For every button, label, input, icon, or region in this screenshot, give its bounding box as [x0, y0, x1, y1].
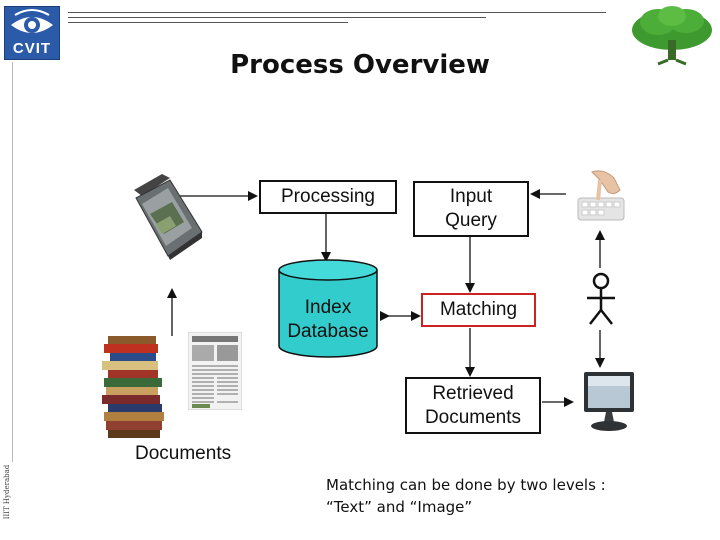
retrieved-documents-box: Retrieved Documents — [405, 377, 541, 434]
matching-box: Matching — [421, 293, 536, 327]
documents-label: Documents — [135, 443, 232, 464]
newspaper-icon — [188, 332, 242, 410]
header-rule-1 — [68, 12, 606, 13]
matching-note: Matching can be done by two levels : “Te… — [326, 476, 606, 516]
slide-title: Process Overview — [230, 50, 490, 80]
input-query-box: Input Query — [413, 181, 529, 237]
tree-logo-icon — [632, 6, 712, 66]
processing-label: Processing — [281, 186, 375, 207]
header-rule-3 — [68, 22, 348, 23]
matching-label: Matching — [439, 299, 518, 320]
index-database-label: Index Database — [287, 297, 369, 342]
cvit-logo-text: CVIT — [12, 40, 52, 57]
footer-vertical-text: IIIT Hyderabad — [3, 464, 11, 520]
retrieved-documents-label: Retrieved Documents — [424, 382, 522, 428]
hand-typing-icon — [577, 170, 625, 221]
processing-box: Processing — [259, 180, 397, 214]
cvit-eye-icon — [11, 9, 53, 33]
index-database-cylinder — [278, 259, 378, 358]
scanner-icon — [134, 174, 203, 260]
input-query-label: Input Query — [445, 186, 497, 231]
left-margin-rule — [12, 62, 13, 462]
stick-figure-user-icon — [587, 272, 615, 325]
header-rule-2 — [68, 17, 486, 18]
cvit-logo: CVIT — [4, 6, 60, 60]
book-stack-icon — [102, 336, 164, 438]
computer-monitor-icon — [584, 372, 634, 431]
